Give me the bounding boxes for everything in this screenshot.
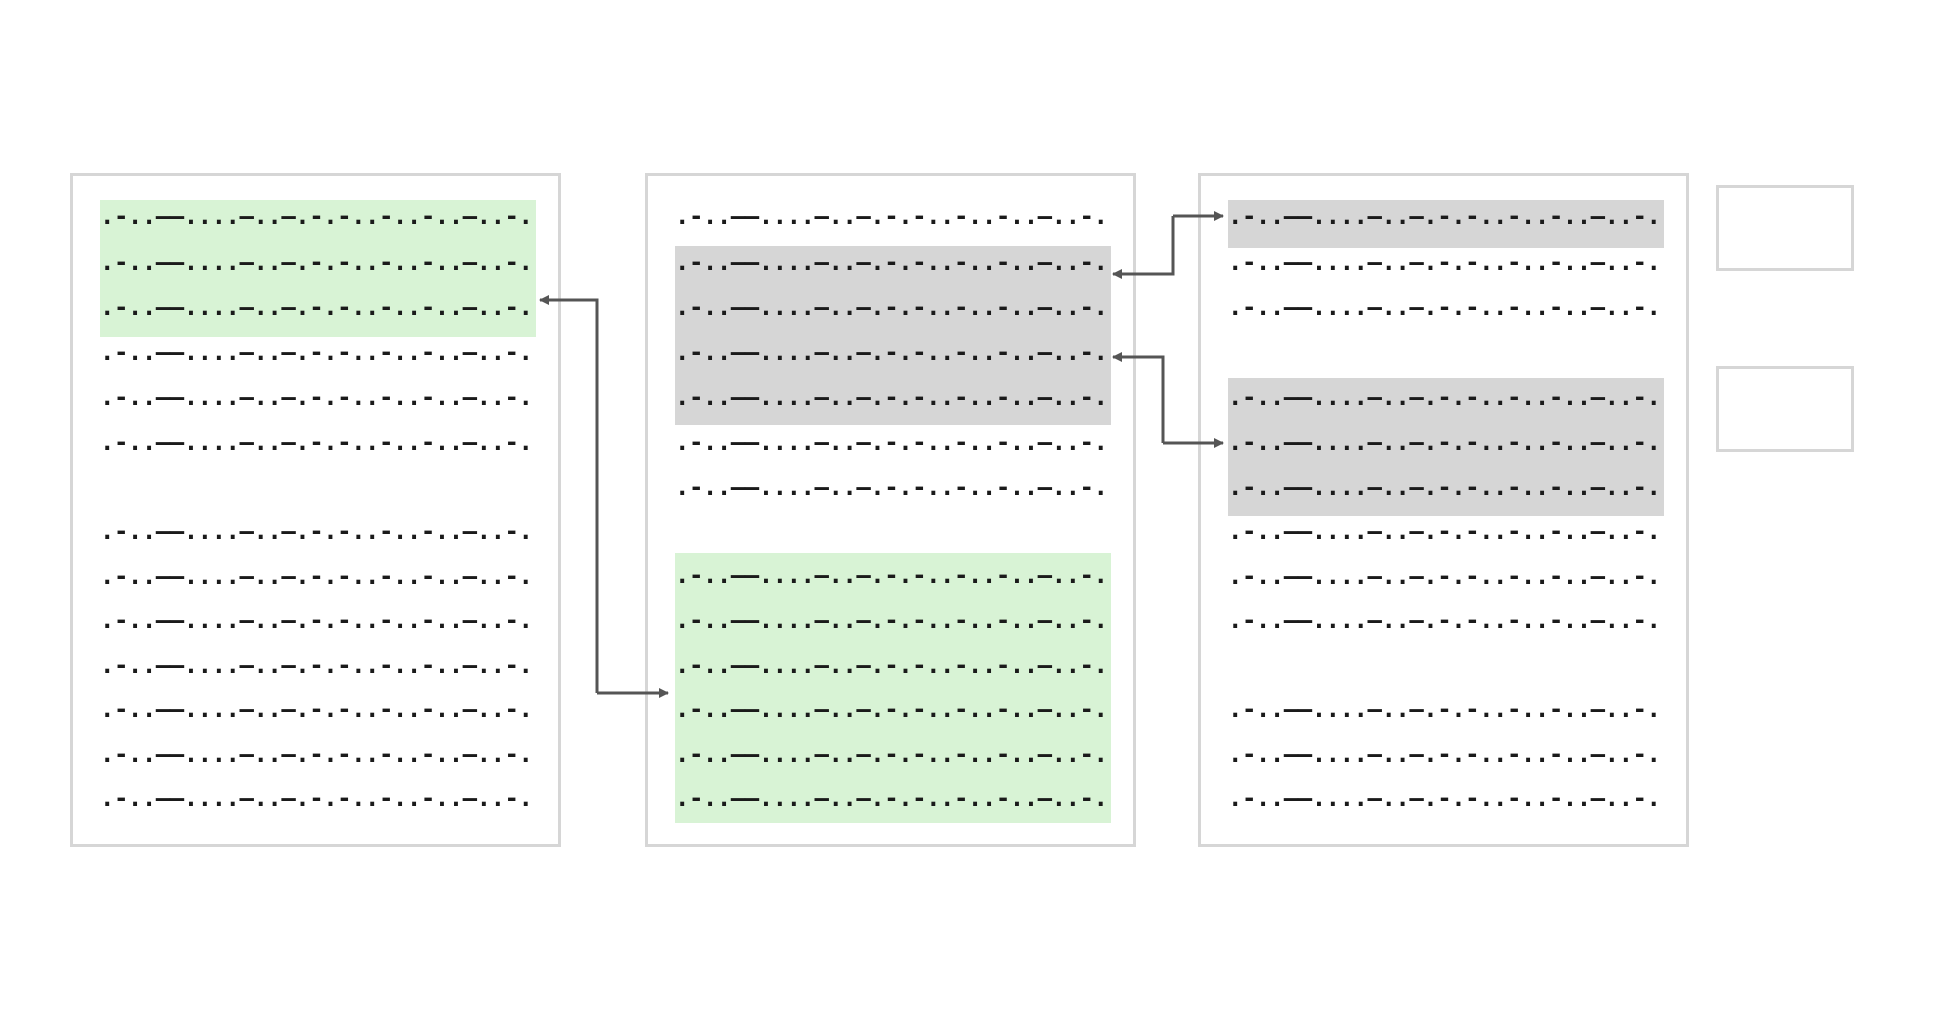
text-line: .-..——....—..—.-.-..-..-..—..-..-. (1228, 606, 1664, 634)
highlight-green-block (675, 553, 1111, 823)
text-line: .-..——....—..—.-.-..-..-..—..-..-. (100, 248, 536, 276)
text-line: .-..——....—..—.-.-..-..-..—..-..-. (675, 293, 1111, 321)
text-line: .-..——....—..—.-.-..-..-..—..-..-. (675, 248, 1111, 276)
text-line: .-..——....—..—.-.-..-..-..—..-..-. (1228, 428, 1664, 456)
highlight-gray-block-middle (1228, 378, 1664, 516)
text-line: .-..——....—..—.-.-..-..-..—..-..-. (1228, 248, 1664, 276)
text-line: .-..——....—..—.-.-..-..-..—..-..-. (675, 428, 1111, 456)
text-line: .-..——....—..—.-.-..-..-..—..-..-. (100, 383, 536, 411)
text-line: .-..——....—..—.-.-..-..-..—..-..-. (675, 740, 1111, 768)
text-lines: .-..——....—..—.-.-..-..-..—..-..-. .-..——… (100, 176, 536, 844)
text-line: .-..——....—..—.-.-..-..-..—..-..-. (100, 562, 536, 590)
text-line: .-..——....—..—.-.-..-..-..—..-..-. (1228, 383, 1664, 411)
text-line: .-..——....—..—.-.-..-..-..—..-..-. (675, 651, 1111, 679)
text-line: .-..——....—..—.-.-..-..-..—..-..-. (675, 202, 1111, 230)
text-line: .-..——....—..—.-.-..-..-..—..-..-. (100, 293, 536, 321)
text-line: .-..——....—..—.-.-..-..-..—..-..-. (100, 651, 536, 679)
text-line: .-..——....—..—.-.-..-..-..—..-..-. (675, 784, 1111, 812)
text-line: .-..——....—..—.-.-..-..-..—..-..-. (1228, 293, 1664, 321)
text-line: .-..——....—..—.-.-..-..-..—..-..-. (675, 695, 1111, 723)
text-line: .-..——....—..—.-.-..-..-..—..-..-. (100, 428, 536, 456)
highlight-gray-block (675, 246, 1111, 425)
highlight-gray-block-top (1228, 200, 1664, 248)
text-lines: .-..——....—..—.-.-..-..-..—..-..-. .-..——… (675, 176, 1111, 844)
text-line: .-..——....—..—.-.-..-..-..—..-..-. (100, 784, 536, 812)
text-line: .-..——....—..—.-.-..-..-..—..-..-. (100, 202, 536, 230)
text-line: .-..——....—..—.-.-..-..-..—..-..-. (675, 383, 1111, 411)
text-line: .-..——....—..—.-.-..-..-..—..-..-. (1228, 517, 1664, 545)
text-line: .-..——....—..—.-.-..-..-..—..-..-. (1228, 695, 1664, 723)
text-line: .-..——....—..—.-.-..-..-..—..-..-. (100, 606, 536, 634)
document-panel-left: .-..——....—..—.-.-..-..-..—..-..-. .-..——… (70, 173, 561, 847)
text-line: .-..——....—..—.-.-..-..-..—..-..-. (100, 338, 536, 366)
text-line: .-..——....—..—.-.-..-..-..—..-..-. (1228, 202, 1664, 230)
side-box-empty (1716, 366, 1854, 452)
text-line: .-..——....—..—.-.-..-..-..—..-..-. (675, 473, 1111, 501)
text-line: .-..——....—..—.-.-..-..-..—..-..-. (675, 606, 1111, 634)
text-line: .-..——....—..—.-.-..-..-..—..-..-. (1228, 473, 1664, 501)
text-line: .-..——....—..—.-.-..-..-..—..-..-. (675, 561, 1111, 589)
text-line: .-..——....—..—.-.-..-..-..—..-..-. (1228, 740, 1664, 768)
side-box-empty (1716, 185, 1854, 271)
document-panel-right: .-..——....—..—.-.-..-..-..—..-..-. .-..——… (1198, 173, 1689, 847)
text-line: .-..——....—..—.-.-..-..-..—..-..-. (100, 695, 536, 723)
document-panel-middle: .-..——....—..—.-.-..-..-..—..-..-. .-..——… (645, 173, 1136, 847)
highlight-green-block (100, 200, 536, 337)
text-line: .-..——....—..—.-.-..-..-..—..-..-. (1228, 784, 1664, 812)
text-line: .-..——....—..—.-.-..-..-..—..-..-. (100, 740, 536, 768)
text-lines: .-..——....—..—.-.-..-..-..—..-..-. .-..——… (1228, 176, 1664, 844)
text-line: .-..——....—..—.-.-..-..-..—..-..-. (100, 517, 536, 545)
text-line: .-..——....—..—.-.-..-..-..—..-..-. (1228, 562, 1664, 590)
text-line: .-..——....—..—.-.-..-..-..—..-..-. (675, 338, 1111, 366)
